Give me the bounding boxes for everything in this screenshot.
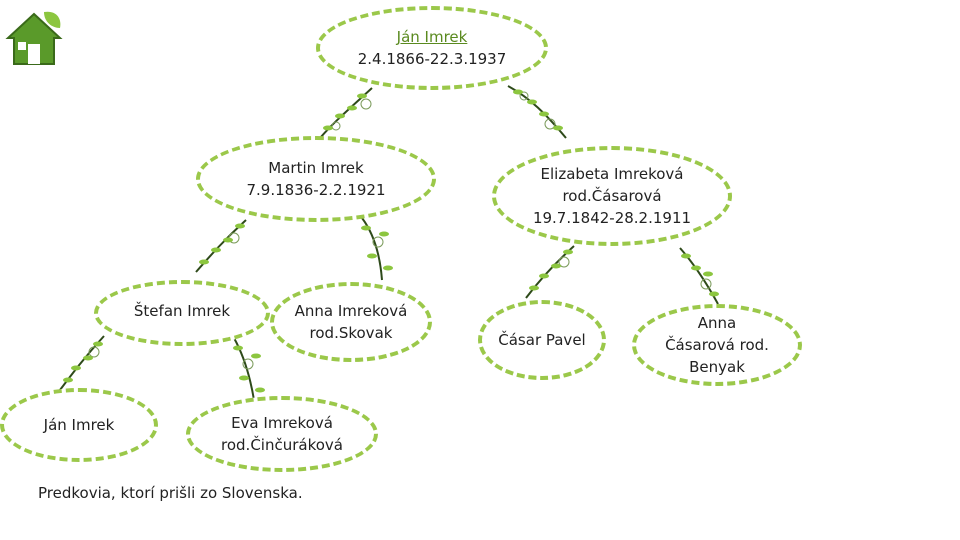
vine-icon xyxy=(520,240,580,302)
person-martin-imrek: Martin Imrek 7.9.1836-2.2.1921 xyxy=(196,136,436,222)
person-anna-casarova: Anna Čásarová rod. Benyak xyxy=(632,304,802,386)
person-name: Ján Imrek xyxy=(44,414,115,436)
person-jan-imrek-bottom: Ján Imrek xyxy=(0,388,158,462)
person-maiden-name: rod.Činčuráková xyxy=(221,434,343,456)
person-name: Eva Imreková xyxy=(231,412,333,434)
person-name: Elizabeta Imreková xyxy=(541,163,684,185)
person-dates: 7.9.1836-2.2.1921 xyxy=(246,179,385,201)
person-name-link[interactable]: Ján Imrek xyxy=(397,26,468,48)
person-name: Anna Imreková xyxy=(295,300,408,322)
vine-icon xyxy=(54,330,110,394)
person-name-line3: Benyak xyxy=(689,356,745,378)
vine-icon xyxy=(500,80,574,142)
vine-icon xyxy=(354,214,398,284)
person-stefan-imrek: Štefan Imrek xyxy=(94,280,270,346)
person-jan-imrek-top: Ján Imrek 2.4.1866-22.3.1937 xyxy=(316,6,548,90)
person-maiden-name: rod.Skovak xyxy=(310,322,393,344)
person-elizabeta-imrekova: Elizabeta Imreková rod.Čásarová 19.7.184… xyxy=(492,146,732,246)
person-dates: 19.7.1842-28.2.1911 xyxy=(533,207,691,229)
person-eva-imrekova: Eva Imreková rod.Činčuráková xyxy=(186,396,378,472)
vine-icon xyxy=(314,82,380,142)
person-name-line2: Čásarová rod. xyxy=(665,334,769,356)
person-name: Štefan Imrek xyxy=(134,300,230,322)
person-anna-imrekova: Anna Imreková rod.Skovak xyxy=(270,282,432,362)
vine-icon xyxy=(226,334,276,404)
person-casar-pavel: Čásar Pavel xyxy=(478,300,606,380)
house-icon[interactable] xyxy=(4,8,64,68)
person-name-line1: Anna xyxy=(698,312,736,334)
vine-icon xyxy=(672,244,726,308)
person-name: Čásar Pavel xyxy=(498,329,585,351)
person-name: Martin Imrek xyxy=(268,157,363,179)
person-dates: 2.4.1866-22.3.1937 xyxy=(358,48,507,70)
vine-icon xyxy=(190,214,254,276)
person-maiden-name: rod.Čásarová xyxy=(562,185,661,207)
caption-text: Predkovia, ktorí prišli zo Slovenska. xyxy=(38,484,303,502)
